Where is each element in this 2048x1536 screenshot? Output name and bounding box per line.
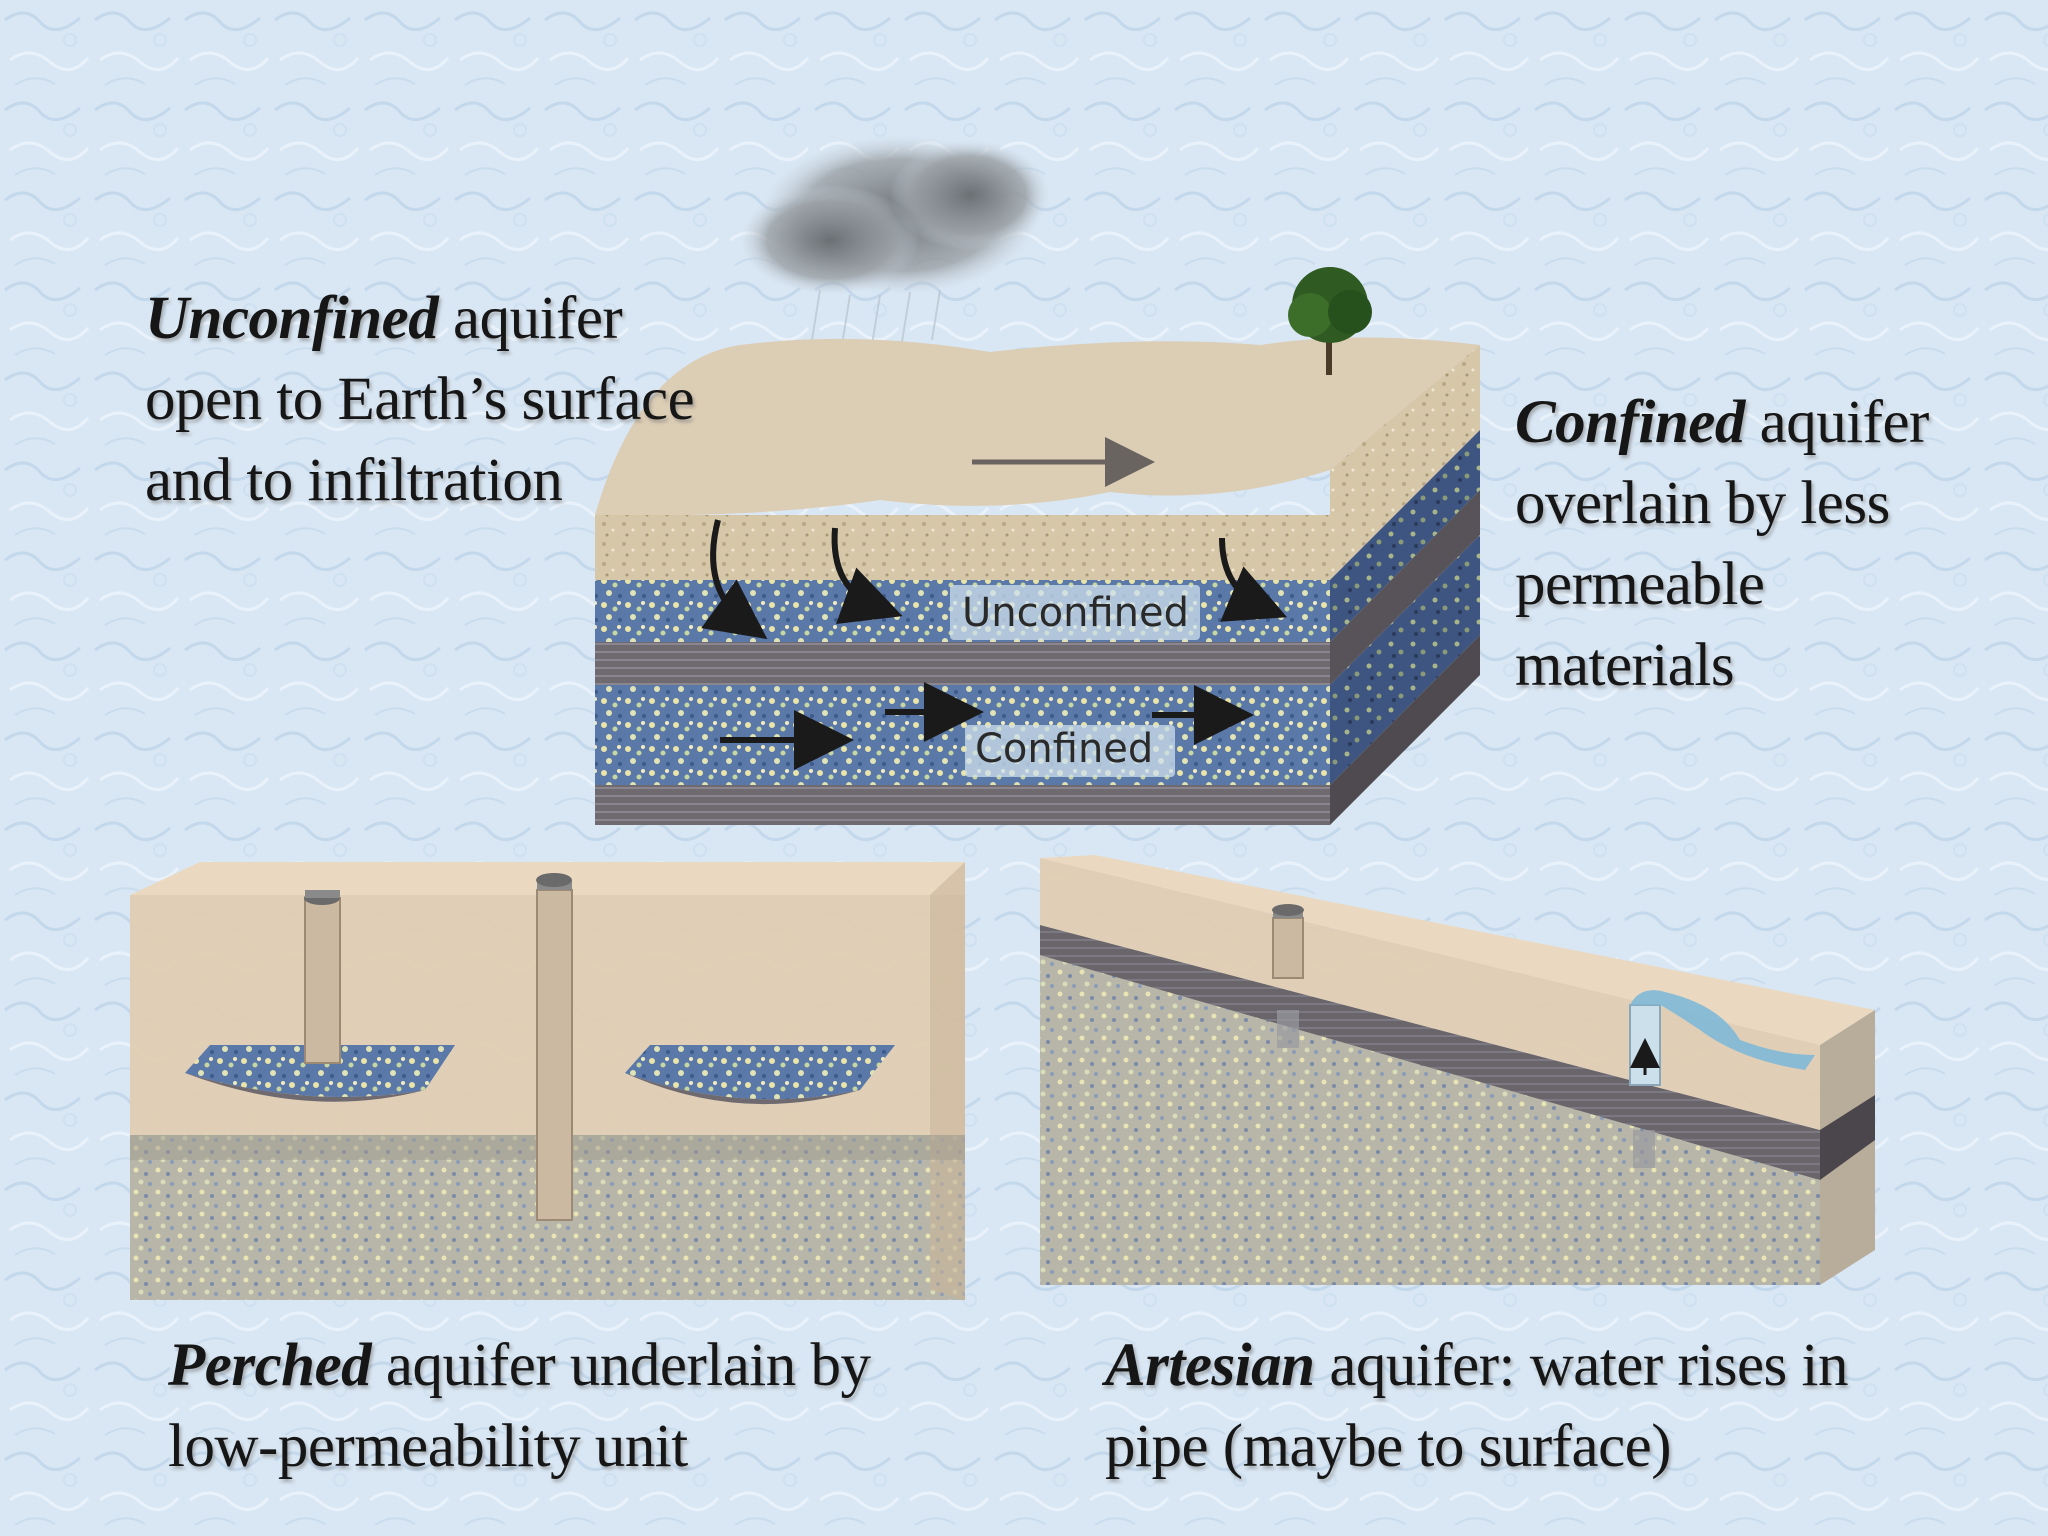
unconfined-caption-emph: Unconfined xyxy=(145,285,439,352)
perched-block-diagram xyxy=(130,862,965,1300)
unconfined-caption-rest: aquifer xyxy=(438,285,623,352)
confined-caption-line4: materials xyxy=(1515,632,1735,699)
unconfined-caption-line2: open to Earth’s surface xyxy=(145,366,695,433)
artesian-block-diagram xyxy=(1040,855,1875,1285)
confined-aquifer-caption: Confined aquifer overlain by less permea… xyxy=(1515,382,1929,706)
cloud-icon xyxy=(740,135,1050,346)
well-pipe-icon xyxy=(536,873,573,1221)
perched-aquifer-caption: Perched aquifer underlain by low-permeab… xyxy=(168,1325,871,1487)
artesian-aquifer-caption: Artesian aquifer: water rises in pipe (m… xyxy=(1105,1325,1848,1487)
confined-layer-label: Confined xyxy=(975,726,1153,772)
confined-caption-line2: overlain by less xyxy=(1515,470,1890,537)
tree-icon xyxy=(1288,267,1372,375)
confined-caption-line3: permeable xyxy=(1515,551,1765,618)
artesian-caption-line2: pipe (maybe to surface) xyxy=(1105,1413,1672,1480)
perched-caption-rest: aquifer underlain by xyxy=(371,1332,871,1399)
unconfined-layer-label: Unconfined xyxy=(962,590,1189,636)
confined-caption-rest: aquifer xyxy=(1744,389,1930,456)
well-pipe-icon xyxy=(1272,904,1304,1048)
top-block-diagram: Unconfined Confined xyxy=(595,135,1480,825)
artesian-caption-rest: aquifer: water rises in xyxy=(1314,1332,1848,1399)
unconfined-aquifer-caption: Unconfined aquifer open to Earth’s surfa… xyxy=(145,278,695,521)
artesian-caption-emph: Artesian xyxy=(1105,1332,1315,1399)
confined-caption-emph: Confined xyxy=(1515,389,1745,456)
artesian-well-icon xyxy=(1629,990,1815,1168)
perched-caption-emph: Perched xyxy=(168,1332,372,1399)
well-pipe-icon xyxy=(304,890,341,1064)
perched-caption-line2: low-permeability unit xyxy=(168,1413,688,1480)
unconfined-caption-line3: and to infiltration xyxy=(145,447,563,514)
